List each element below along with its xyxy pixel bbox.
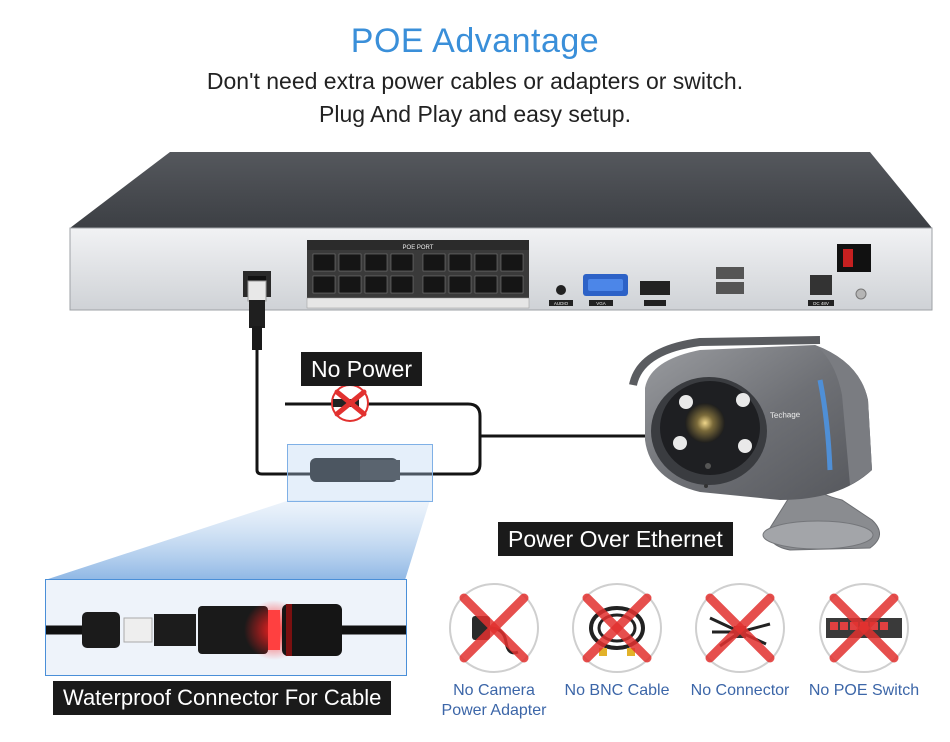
camera <box>629 336 880 551</box>
vga-text: VGA <box>596 301 606 306</box>
ethernet-cable <box>255 350 482 476</box>
caption-no-connector: No Connector <box>675 681 805 701</box>
subtitle-line-1: Don't need extra power cables or adapter… <box>206 68 744 94</box>
nvr-device <box>69 152 933 311</box>
subtitle-line-2: Plug And Play and easy setup. <box>319 101 631 127</box>
camera-brand-text: Techage <box>770 410 801 420</box>
page-title: POE Advantage <box>350 22 600 60</box>
power-over-ethernet-label: Power Over Ethernet <box>498 522 733 556</box>
no-power-icon <box>331 384 369 422</box>
dc-text: DC 48V <box>813 301 829 306</box>
caption-line: No Camera <box>453 682 535 699</box>
caption-line: No Connector <box>690 682 790 699</box>
no-items-icons <box>449 583 909 673</box>
caption-no-bnc-cable: No BNC Cable <box>552 681 682 701</box>
poe-port-text: POE PORT <box>403 245 434 251</box>
no-power-label: No Power <box>301 352 422 386</box>
audio-text: AUDIO <box>554 301 569 306</box>
caption-line: Power Adapter <box>441 702 547 719</box>
waterproof-connector-zoom <box>45 579 407 676</box>
connector-highlight-box <box>287 444 433 502</box>
caption-no-poe-switch: No POE Switch <box>799 681 929 701</box>
caption-line: No BNC Cable <box>564 682 670 699</box>
rj45-plug <box>247 280 267 350</box>
waterproof-connector-label: Waterproof Connector For Cable <box>53 681 392 715</box>
caption-no-camera-adapter: No Camera Power Adapter <box>429 681 559 721</box>
waterproof-connector-image <box>46 600 406 660</box>
caption-line: No POE Switch <box>808 682 920 699</box>
